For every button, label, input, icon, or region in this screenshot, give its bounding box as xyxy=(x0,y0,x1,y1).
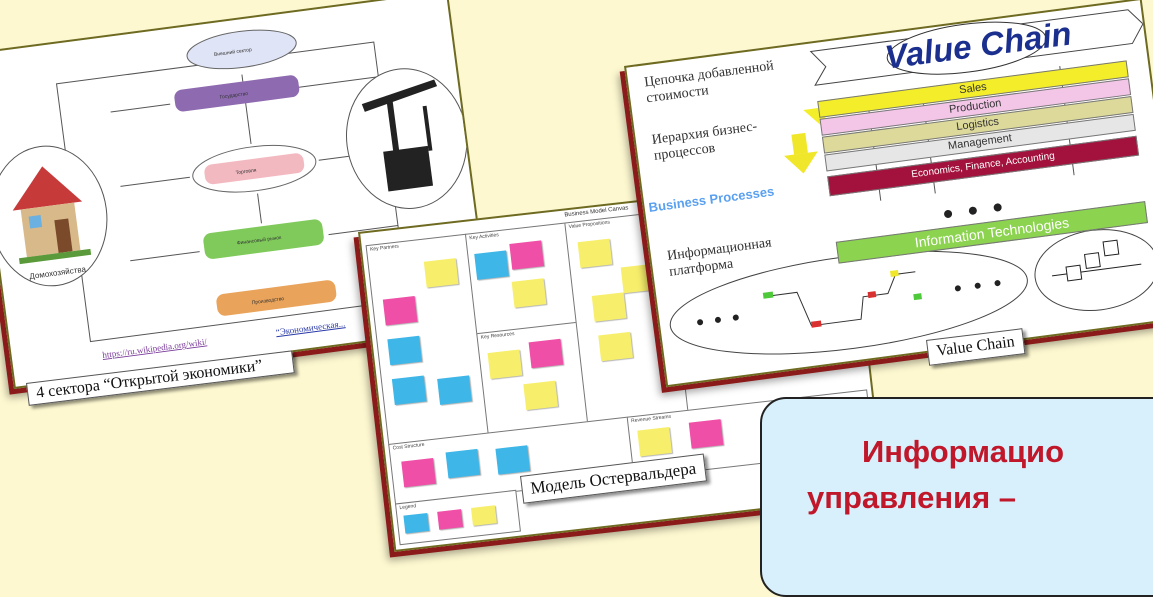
svg-text:Производство: Производство xyxy=(251,296,284,306)
oil-pump-icon xyxy=(361,79,438,192)
government-node xyxy=(174,75,300,112)
circuit-icon xyxy=(1051,239,1142,282)
info-callout-line2: управления – xyxy=(807,480,1017,515)
firms-circle xyxy=(345,68,468,209)
open-economy-card: Домохозяйства Внешний сектор Государство… xyxy=(0,0,492,389)
external-sector-node xyxy=(186,29,297,70)
svg-text:Внешний сектор: Внешний сектор xyxy=(214,46,253,58)
platform-network-icon xyxy=(697,269,1001,328)
trade-node xyxy=(204,153,305,185)
svg-text:Торговля: Торговля xyxy=(235,167,257,176)
house-roof-icon xyxy=(12,166,83,211)
svg-text:“Экономическая...: “Экономическая... xyxy=(275,318,346,337)
key-resources-block: Key Resources xyxy=(476,321,590,435)
production-node xyxy=(216,280,337,316)
svg-text:Государство: Государство xyxy=(219,91,248,101)
key-activities-block: Key Activities xyxy=(464,222,578,336)
value-chain-card: Value Chain Цепочка добавленной стоимост… xyxy=(624,0,1153,388)
open-economy-diagram: Домохозяйства Внешний сектор Государство… xyxy=(0,29,468,360)
financial-market-node xyxy=(203,219,324,259)
info-callout: Информацио управления – xyxy=(760,397,1153,597)
info-callout-line1: Информацио xyxy=(862,434,1064,469)
svg-text:https://ru.wikipedia.org/wiki/: https://ru.wikipedia.org/wiki/ xyxy=(102,336,208,360)
